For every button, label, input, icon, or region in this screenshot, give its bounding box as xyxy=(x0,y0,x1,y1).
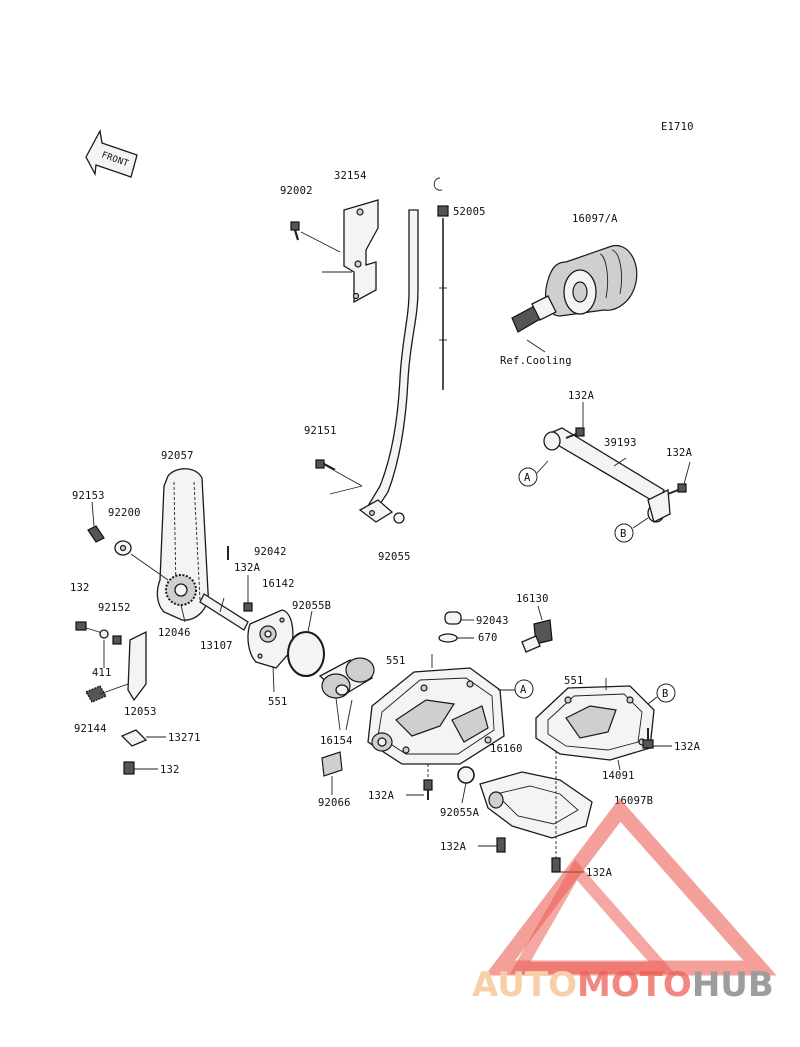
bolt-132A-rb xyxy=(642,728,654,749)
label-16097A: 16097/A xyxy=(572,213,618,225)
label-411: 411 xyxy=(92,667,112,679)
marker-A-pan-text: A xyxy=(520,684,527,696)
dipstick-tube xyxy=(367,209,419,511)
washer-92200 xyxy=(114,540,132,556)
oring-92055 xyxy=(393,512,405,524)
bracket-32154 xyxy=(343,199,379,304)
label-39193: 39193 xyxy=(604,437,637,449)
plug-92066 xyxy=(321,751,343,777)
oil-strainer-16097B xyxy=(479,771,593,839)
marker-A-pipe: A xyxy=(518,467,538,487)
label-132-bottom: 132 xyxy=(160,764,180,776)
label-32154: 32154 xyxy=(334,170,367,182)
tube-flange xyxy=(358,499,394,523)
label-132-top: 132 xyxy=(70,582,90,594)
label-92153: 92153 xyxy=(72,490,105,502)
label-92002: 92002 xyxy=(280,185,313,197)
front-arrow-icon: FRONT xyxy=(85,129,138,178)
watermark-logo: AUTOMOTOHUB xyxy=(472,798,777,1005)
collar-92043 xyxy=(444,611,462,625)
label-16154: 16154 xyxy=(320,735,353,747)
relief-valve-16130 xyxy=(521,619,553,653)
marker-B-cover-text: B xyxy=(662,688,669,700)
oring-92055B xyxy=(287,631,325,677)
watermark-text: AUTOMOTOHUB xyxy=(472,965,774,1005)
label-551-right: 551 xyxy=(564,675,584,687)
label-670: 670 xyxy=(478,632,498,644)
watermark-part3: HUB xyxy=(692,965,774,1005)
diagram-code: E1710 xyxy=(661,121,694,133)
label-16142: 16142 xyxy=(262,578,295,590)
label-551-mid: 551 xyxy=(386,655,406,667)
label-14091: 14091 xyxy=(602,770,635,782)
label-132A-top: 132A xyxy=(568,390,595,402)
bolt-132A-bottom1 xyxy=(423,779,433,800)
oil-pipe-39193 xyxy=(543,427,671,523)
label-132A-bottom2: 132A xyxy=(440,841,467,853)
guide-12053 xyxy=(127,630,147,702)
label-92055B: 92055B xyxy=(292,600,331,612)
pump-cover-16142 xyxy=(247,609,294,669)
label-12053: 12053 xyxy=(124,706,157,718)
label-92042: 92042 xyxy=(254,546,287,558)
label-132A-pump: 132A xyxy=(234,562,261,574)
bolt-132-bottom xyxy=(123,761,135,775)
label-92151: 92151 xyxy=(304,425,337,437)
label-551-left: 551 xyxy=(268,696,288,708)
label-92144: 92144 xyxy=(74,723,107,735)
bolt-132A-pump xyxy=(243,602,253,612)
washer-92152 xyxy=(99,629,109,639)
bracket-13271 xyxy=(120,729,148,747)
label-132A-bottom3: 132A xyxy=(586,867,613,879)
bolt-92002 xyxy=(290,221,300,241)
label-92200: 92200 xyxy=(108,507,141,519)
bolt-132-top xyxy=(75,621,87,631)
bolt-132A-bottom3 xyxy=(551,857,561,873)
marker-A-pan: A xyxy=(514,679,534,699)
filter-nipple xyxy=(511,295,557,333)
label-92152: 92152 xyxy=(98,602,131,614)
shaft-13107 xyxy=(199,593,249,631)
bolt-132A-bottom2 xyxy=(496,837,506,853)
label-13271: 13271 xyxy=(168,732,201,744)
label-16130: 16130 xyxy=(516,593,549,605)
oil-filter-16097A xyxy=(545,244,638,317)
watermark-part2: MOTO xyxy=(577,965,692,1005)
label-13107: 13107 xyxy=(200,640,233,652)
rotor-16154 xyxy=(318,657,375,699)
oil-pan-main xyxy=(367,667,505,765)
bolt-92151 xyxy=(315,459,336,471)
oring-670 xyxy=(438,633,458,643)
marker-A-text: A xyxy=(524,472,531,484)
marker-B-text: B xyxy=(620,528,627,540)
label-92055: 92055 xyxy=(378,551,411,563)
dipstick-52005 xyxy=(437,205,449,390)
bolt-132A-right xyxy=(667,483,687,495)
label-92055A: 92055A xyxy=(440,807,480,819)
nut-411 xyxy=(112,635,122,645)
spring-92144 xyxy=(85,685,107,703)
sprocket-12046 xyxy=(165,574,197,606)
oring-92055A xyxy=(457,766,475,784)
label-132A-bottom1: 132A xyxy=(368,790,395,802)
label-52005: 52005 xyxy=(453,206,486,218)
bolt-132A-top xyxy=(565,427,585,439)
label-92066: 92066 xyxy=(318,797,351,809)
label-132A-right: 132A xyxy=(666,447,693,459)
label-132A-rb: 132A xyxy=(674,741,701,753)
label-16160: 16160 xyxy=(490,743,523,755)
label-92043: 92043 xyxy=(476,615,509,627)
label-12046: 12046 xyxy=(158,627,191,639)
marker-B-pipe: B xyxy=(614,523,634,543)
label-92057: 92057 xyxy=(161,450,194,462)
marker-B-cover: B xyxy=(656,683,676,703)
watermark-part1: AUTO xyxy=(472,965,577,1005)
cover-14091 xyxy=(535,685,655,761)
ref-cooling-note: Ref.Cooling xyxy=(500,355,572,367)
bolt-92153 xyxy=(87,525,105,543)
